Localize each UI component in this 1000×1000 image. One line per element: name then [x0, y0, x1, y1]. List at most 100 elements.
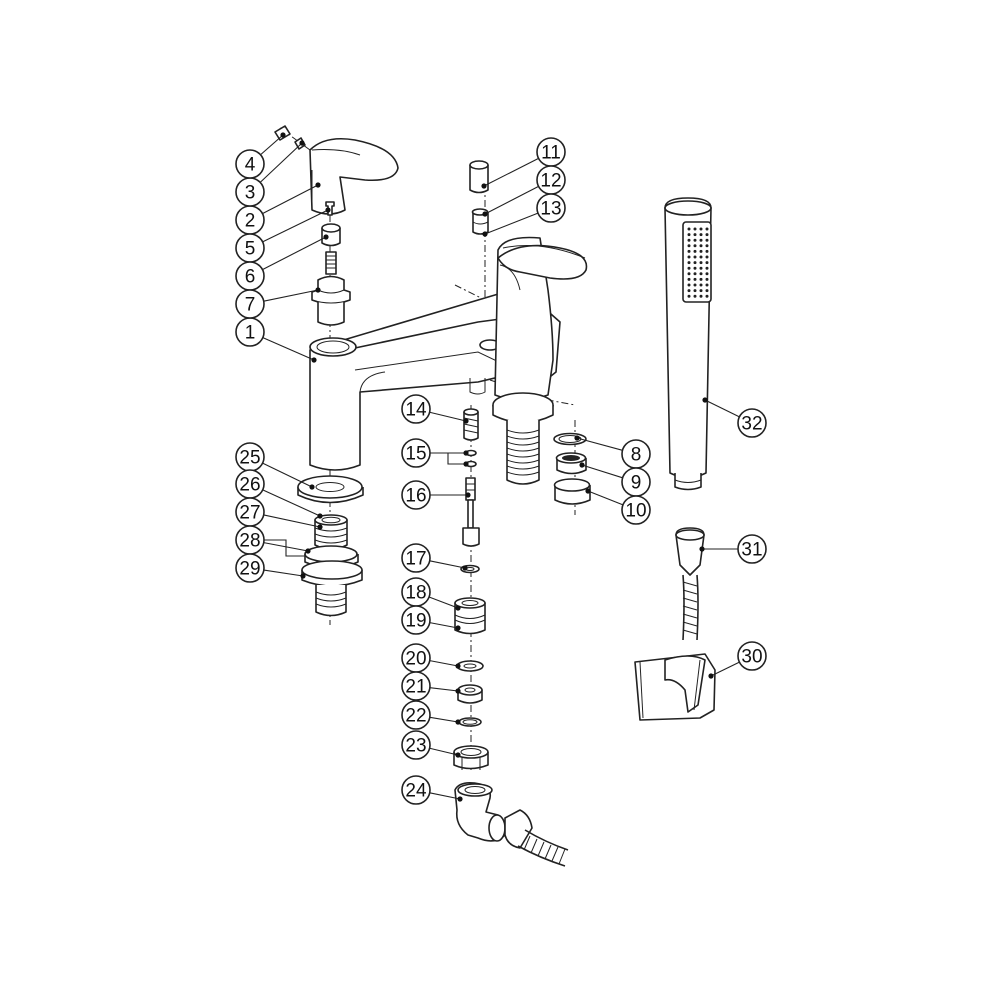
nozzle-dot	[687, 266, 691, 270]
callout-23: 23	[401, 730, 461, 760]
thread-lines-right	[506, 429, 540, 476]
callout-27: 27	[235, 497, 323, 530]
callout-21: 21	[401, 671, 461, 701]
leader-line	[484, 185, 539, 215]
nozzle-dot	[705, 277, 709, 281]
leader-dot	[455, 688, 461, 694]
leader-dot	[702, 397, 708, 403]
nozzle-dot	[699, 289, 703, 293]
callout-1: 1	[235, 317, 317, 363]
nozzle-dot	[693, 289, 697, 293]
callout-number: 15	[405, 444, 426, 465]
callout-number: 8	[631, 445, 642, 466]
callout-5: 5	[235, 207, 331, 263]
callout-circle	[401, 605, 431, 635]
nozzle-dot	[687, 261, 691, 265]
callout-circle	[737, 534, 767, 564]
callout-15: 15	[401, 438, 469, 468]
nozzle-dot	[705, 266, 709, 270]
nozzle-dot	[687, 249, 691, 253]
callout-number: 27	[239, 503, 260, 524]
callout-number: 26	[239, 475, 260, 496]
callout-number: 31	[741, 540, 762, 561]
callout-7: 7	[235, 287, 321, 319]
nozzle-dot	[705, 238, 709, 242]
leader-dot	[455, 625, 461, 631]
leader-line	[429, 792, 461, 800]
nozzle-dot	[687, 238, 691, 242]
callout-30: 30	[708, 641, 767, 679]
leader-dot	[463, 450, 469, 456]
nozzle-dot	[687, 294, 691, 298]
leader-dot	[280, 132, 286, 138]
leader-line	[263, 289, 319, 302]
aerator-8-10	[553, 432, 591, 505]
leader-dot	[299, 140, 305, 146]
callout-32: 32	[702, 397, 767, 438]
callout-19: 19	[401, 605, 461, 635]
callout-number: 6	[245, 267, 256, 288]
nozzle-dot	[705, 249, 709, 253]
base-fixing	[297, 475, 364, 617]
leader-dot	[482, 231, 488, 237]
callout-3: 3	[235, 140, 305, 207]
leader-dot	[463, 461, 469, 467]
callout-2: 2	[235, 182, 321, 235]
leader-dot	[315, 287, 321, 293]
nozzle-dot	[705, 272, 709, 276]
leader-dot	[323, 234, 329, 240]
callout-18: 18	[401, 577, 461, 611]
leader-line	[259, 142, 303, 183]
leader-line	[429, 747, 459, 756]
nozzle-dot	[693, 233, 697, 237]
leader-dot	[708, 673, 714, 679]
callout-number: 29	[239, 559, 260, 580]
nozzle-dot	[699, 283, 703, 287]
nozzle-dot	[705, 244, 709, 248]
callout-number: 22	[405, 706, 426, 727]
nozzle-dot	[699, 266, 703, 270]
nozzle-dot	[705, 227, 709, 231]
callout-31: 31	[699, 534, 767, 564]
callout-10: 10	[585, 488, 651, 525]
leader-dot	[574, 435, 580, 441]
diverter-stack	[453, 408, 489, 770]
nozzle-dot	[705, 233, 709, 237]
callout-6: 6	[235, 234, 329, 291]
leader-line	[262, 462, 313, 488]
callout-number: 28	[239, 531, 260, 552]
callout-11: 11	[481, 137, 566, 189]
callout-17: 17	[401, 543, 468, 573]
nozzle-dot	[699, 233, 703, 237]
cartridge-7	[311, 251, 351, 326]
callout-number: 19	[405, 611, 426, 632]
callout-24: 24	[401, 775, 463, 805]
leader-dot	[317, 513, 323, 519]
nozzle-dot	[687, 283, 691, 287]
nozzle-dot	[687, 272, 691, 276]
leader-dot	[309, 484, 315, 490]
callout-number: 30	[741, 647, 762, 668]
hose-ribs	[523, 835, 566, 865]
callout-number: 25	[239, 448, 260, 469]
callout-number: 32	[741, 414, 762, 435]
leader-branch-28	[264, 539, 306, 557]
nozzle-dot	[699, 277, 703, 281]
callout-number: 3	[245, 183, 256, 204]
callout-number: 18	[405, 583, 426, 604]
leader-line	[484, 212, 539, 235]
nozzle-dot	[687, 244, 691, 248]
nozzle-dot	[693, 227, 697, 231]
leader-dot	[455, 719, 461, 725]
diverter-knob	[469, 160, 489, 235]
callout-number: 4	[245, 155, 256, 176]
elbow-hose-24	[454, 782, 569, 867]
callout-4: 4	[235, 132, 286, 179]
nozzle-dot	[705, 255, 709, 259]
nozzle-dot	[687, 227, 691, 231]
nozzle-dot	[705, 283, 709, 287]
leader-dot	[300, 573, 306, 579]
callout-22: 22	[401, 700, 461, 730]
leader-dot	[579, 462, 585, 468]
nozzle-dot	[687, 277, 691, 281]
